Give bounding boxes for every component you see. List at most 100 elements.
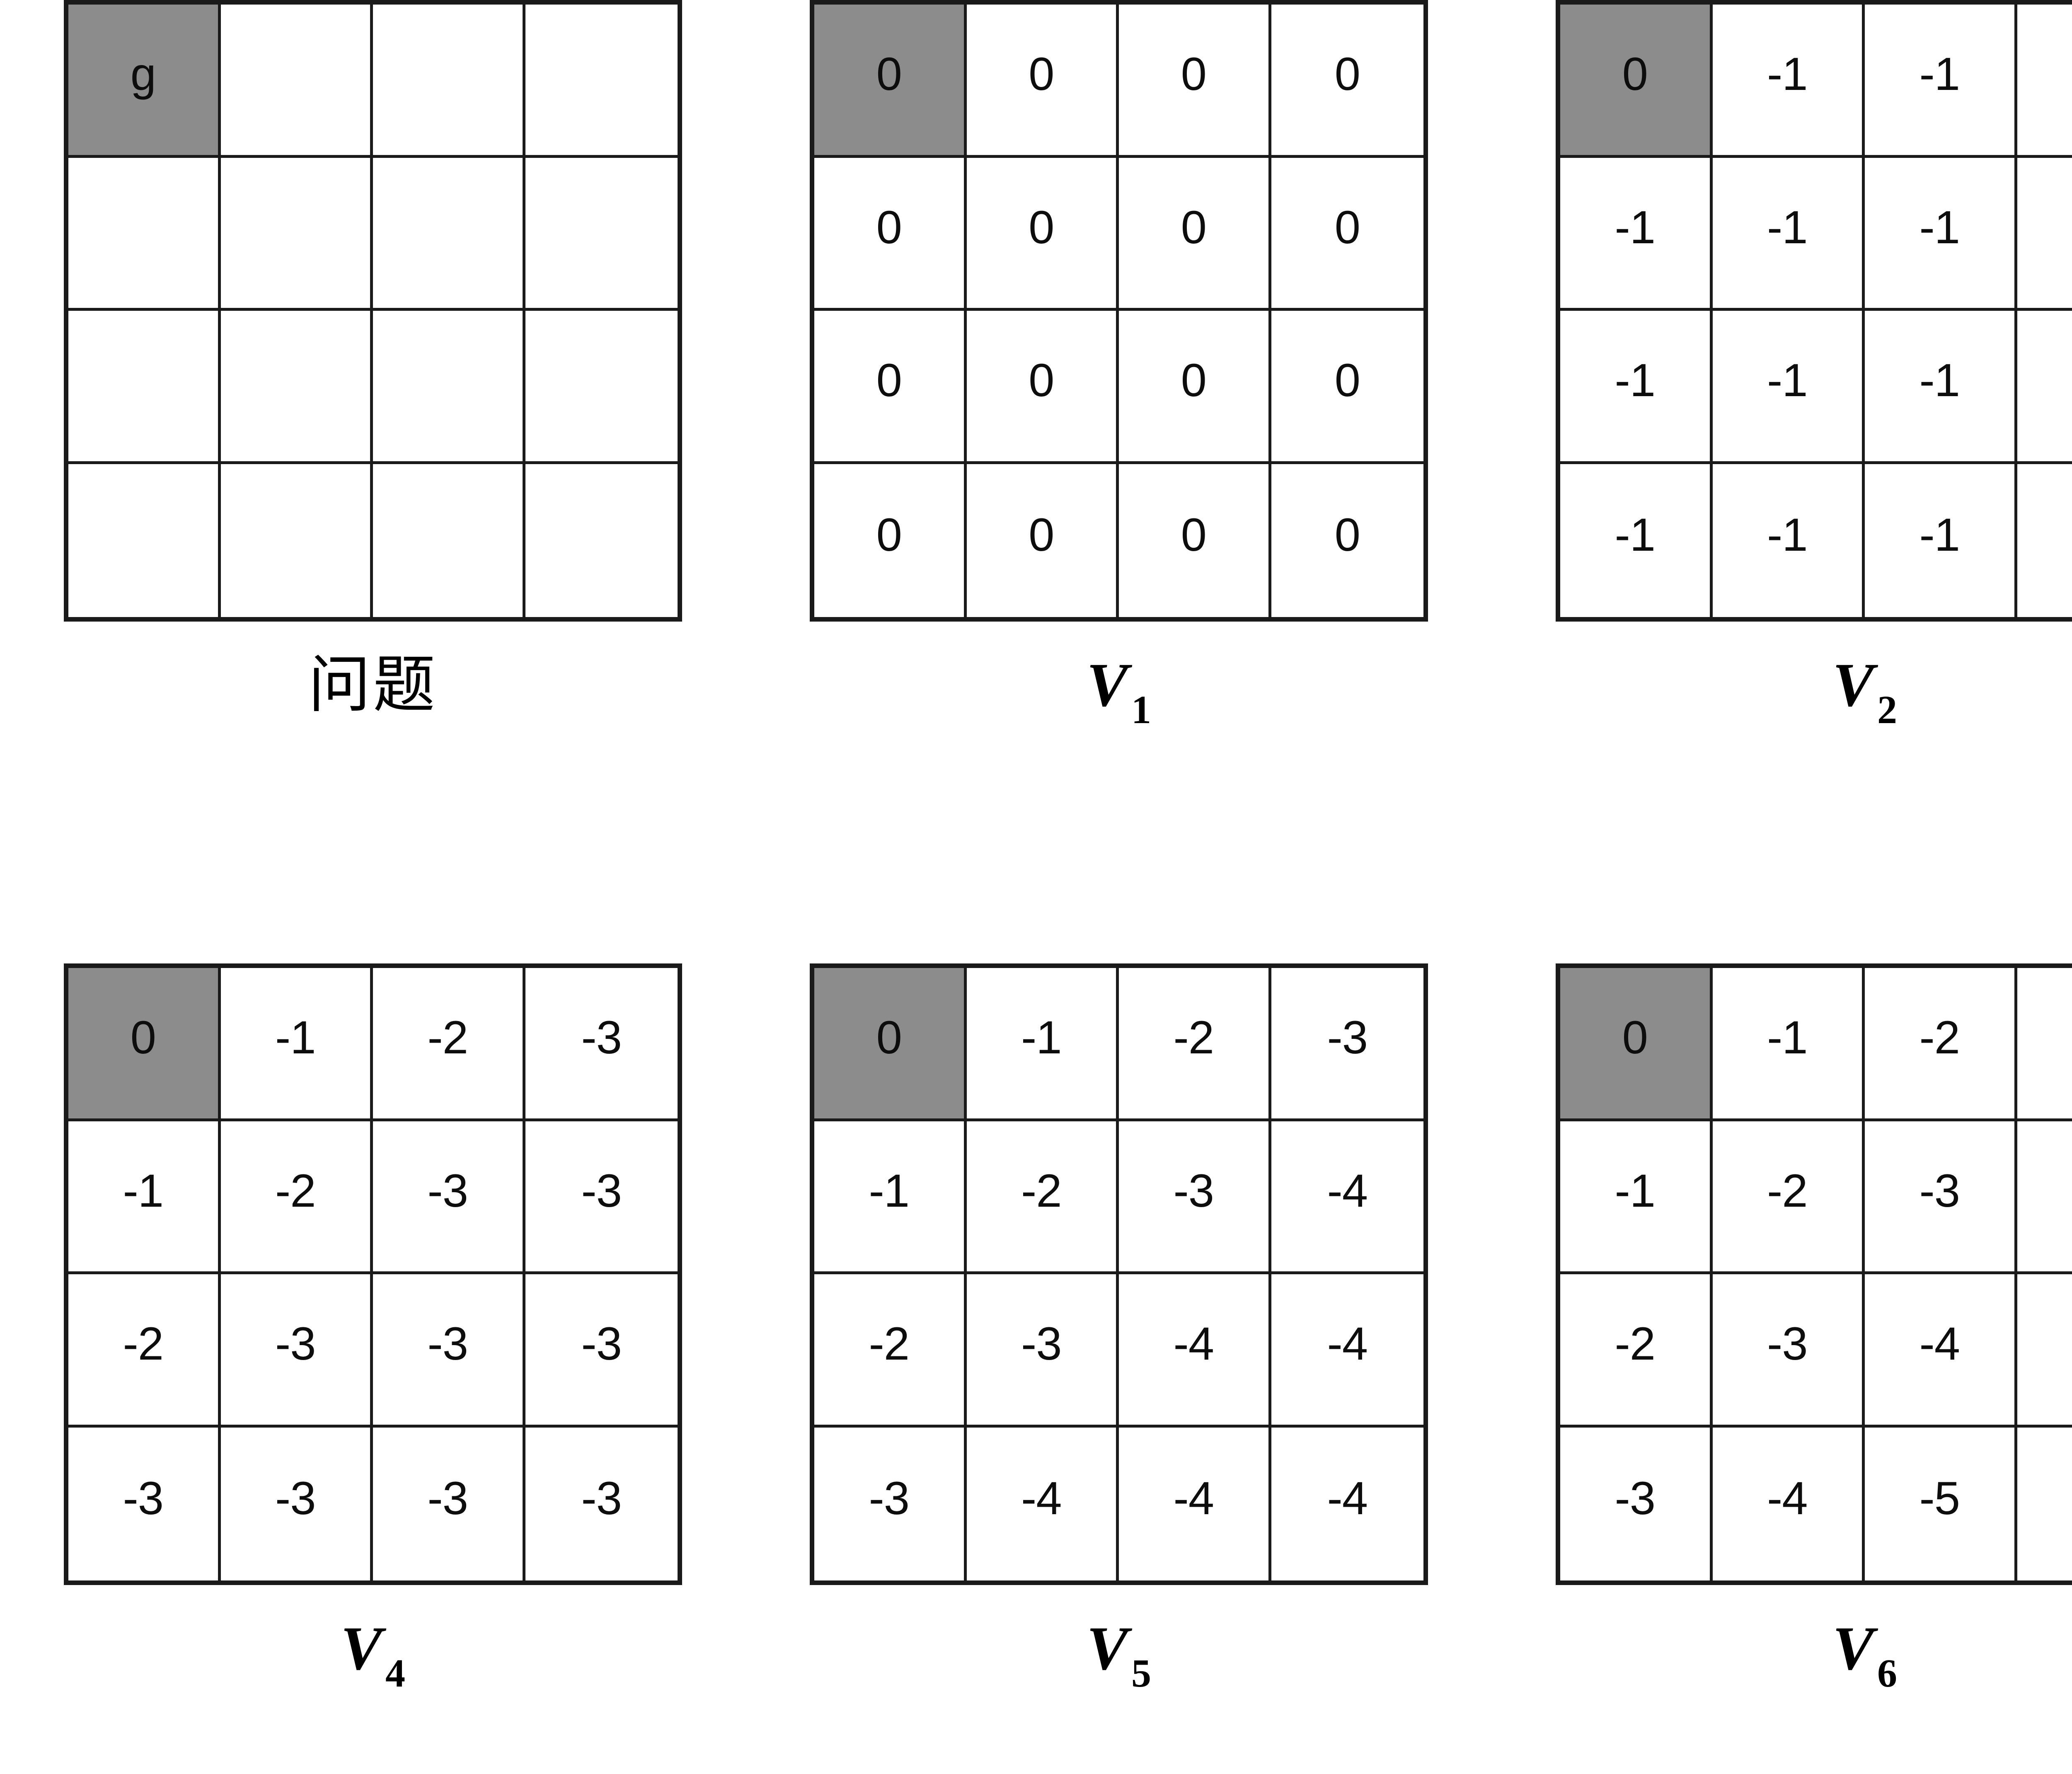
grid-cell (220, 464, 373, 617)
grid-cell: 0 (1271, 311, 1423, 464)
grid-cell-terminal: g (68, 5, 221, 158)
grid-cell (525, 5, 678, 158)
grid-cell: -3 (1712, 1274, 1865, 1428)
grid-cell: -4 (1712, 1427, 1865, 1580)
grid-cell: -3 (1865, 1121, 2017, 1274)
grid-cell: -2 (1119, 968, 1271, 1121)
grid-cell (220, 157, 373, 311)
grid-cell: -1 (1560, 157, 1713, 311)
grid-wrapper: g (64, 0, 682, 622)
grid-cell: -1 (966, 968, 1119, 1121)
grid-cell: -3 (525, 1121, 678, 1274)
caption-subscript: 2 (1877, 687, 1898, 732)
grid-cell: -4 (1865, 1274, 2017, 1428)
grid-cell-terminal: 0 (1560, 968, 1713, 1121)
grid-cell: -2 (68, 1274, 221, 1428)
grid-cell: -5 (2017, 1427, 2072, 1580)
grid-cell (373, 464, 525, 617)
grid-cell: -2 (966, 1121, 1119, 1274)
grid-cell-terminal: 0 (1560, 5, 1713, 158)
caption-subscript: 5 (1131, 1651, 1152, 1695)
grid-cell: 0 (1119, 157, 1271, 311)
grid-cell: -2 (220, 1121, 373, 1274)
grid-cell: -1 (1865, 157, 2017, 311)
grid-cell: -2 (1712, 1121, 1865, 1274)
grid-cell: 0 (966, 157, 1119, 311)
grid-cell: -2 (1865, 968, 2017, 1121)
grid-wrapper: 0-1-1-1-1-1-1-1-1-1-1-1-1-1-1-1 (1556, 0, 2072, 622)
grid-cell: -2 (1560, 1274, 1713, 1428)
grid-cell: -2 (373, 968, 525, 1121)
grid-cell: -4 (1271, 1427, 1423, 1580)
grid-cell: -3 (525, 1274, 678, 1428)
caption-symbol: V (340, 1614, 382, 1683)
grid-cell: -4 (1119, 1274, 1271, 1428)
grid-cell (373, 157, 525, 311)
gridworld-table: 0-1-2-3-1-2-3-4-2-3-4-4-3-4-4-4 (810, 963, 1428, 1585)
grid-cell (373, 5, 525, 158)
grid-cell: -1 (2017, 5, 2072, 158)
grid-cell: 0 (814, 157, 967, 311)
grid-cell: -1 (1712, 5, 1865, 158)
grid-cell: -1 (2017, 464, 2072, 617)
grid-cell: -1 (220, 968, 373, 1121)
grid-cell: -1 (68, 1121, 221, 1274)
grid-cell: -3 (966, 1274, 1119, 1428)
grid-cell: -3 (373, 1121, 525, 1274)
grid-cell: -5 (2017, 1274, 2072, 1428)
grid-cell (525, 157, 678, 311)
grid-cell: 0 (1271, 464, 1423, 617)
grid-cell: 0 (1119, 5, 1271, 158)
grid-cell: -1 (2017, 157, 2072, 311)
grid-cell: -4 (966, 1427, 1119, 1580)
caption-subscript: 4 (385, 1651, 406, 1695)
grid-cell: -3 (814, 1427, 967, 1580)
grid-cell (68, 464, 221, 617)
grid-cell: -1 (814, 1121, 967, 1274)
caption-subscript: 6 (1877, 1651, 1898, 1695)
grid-cell-terminal: 0 (814, 968, 967, 1121)
value-grid-panel-v6: 0-1-2-3-1-2-3-4-2-3-4-5-3-4-5-5V6 (1492, 963, 2072, 1713)
grid-cell (525, 311, 678, 464)
grid-cell (373, 311, 525, 464)
grid-cell: -4 (2017, 1121, 2072, 1274)
value-grid-panel-problem: g 问题 (0, 0, 746, 749)
caption-symbol: V (1086, 1614, 1128, 1683)
grid-cell-terminal: 0 (814, 5, 967, 158)
grid-cell: 0 (966, 464, 1119, 617)
grid-cell: -1 (1560, 464, 1713, 617)
grid-cell-terminal: 0 (68, 968, 221, 1121)
caption-symbol: V (1832, 1614, 1874, 1683)
grid-cell: -1 (2017, 311, 2072, 464)
grid-cell (220, 311, 373, 464)
grid-cell: -3 (373, 1427, 525, 1580)
grid-cell: 0 (814, 464, 967, 617)
caption-text-label: 问题 (308, 649, 438, 721)
grid-cell: -1 (1712, 311, 1865, 464)
grid-cell: 0 (1119, 464, 1271, 617)
grid-cell (525, 464, 678, 617)
grid-cell: -1 (1560, 311, 1713, 464)
grid-cell: 0 (966, 311, 1119, 464)
grid-cell: -3 (1271, 968, 1423, 1121)
grid-cell: -4 (1271, 1121, 1423, 1274)
grid-cell: -3 (525, 1427, 678, 1580)
grid-cell: -5 (1865, 1427, 2017, 1580)
gridworld-table: 0-1-2-3-1-2-3-3-2-3-3-3-3-3-3-3 (64, 963, 682, 1585)
grid-cell: -4 (1119, 1427, 1271, 1580)
grid-cell: 0 (814, 311, 967, 464)
